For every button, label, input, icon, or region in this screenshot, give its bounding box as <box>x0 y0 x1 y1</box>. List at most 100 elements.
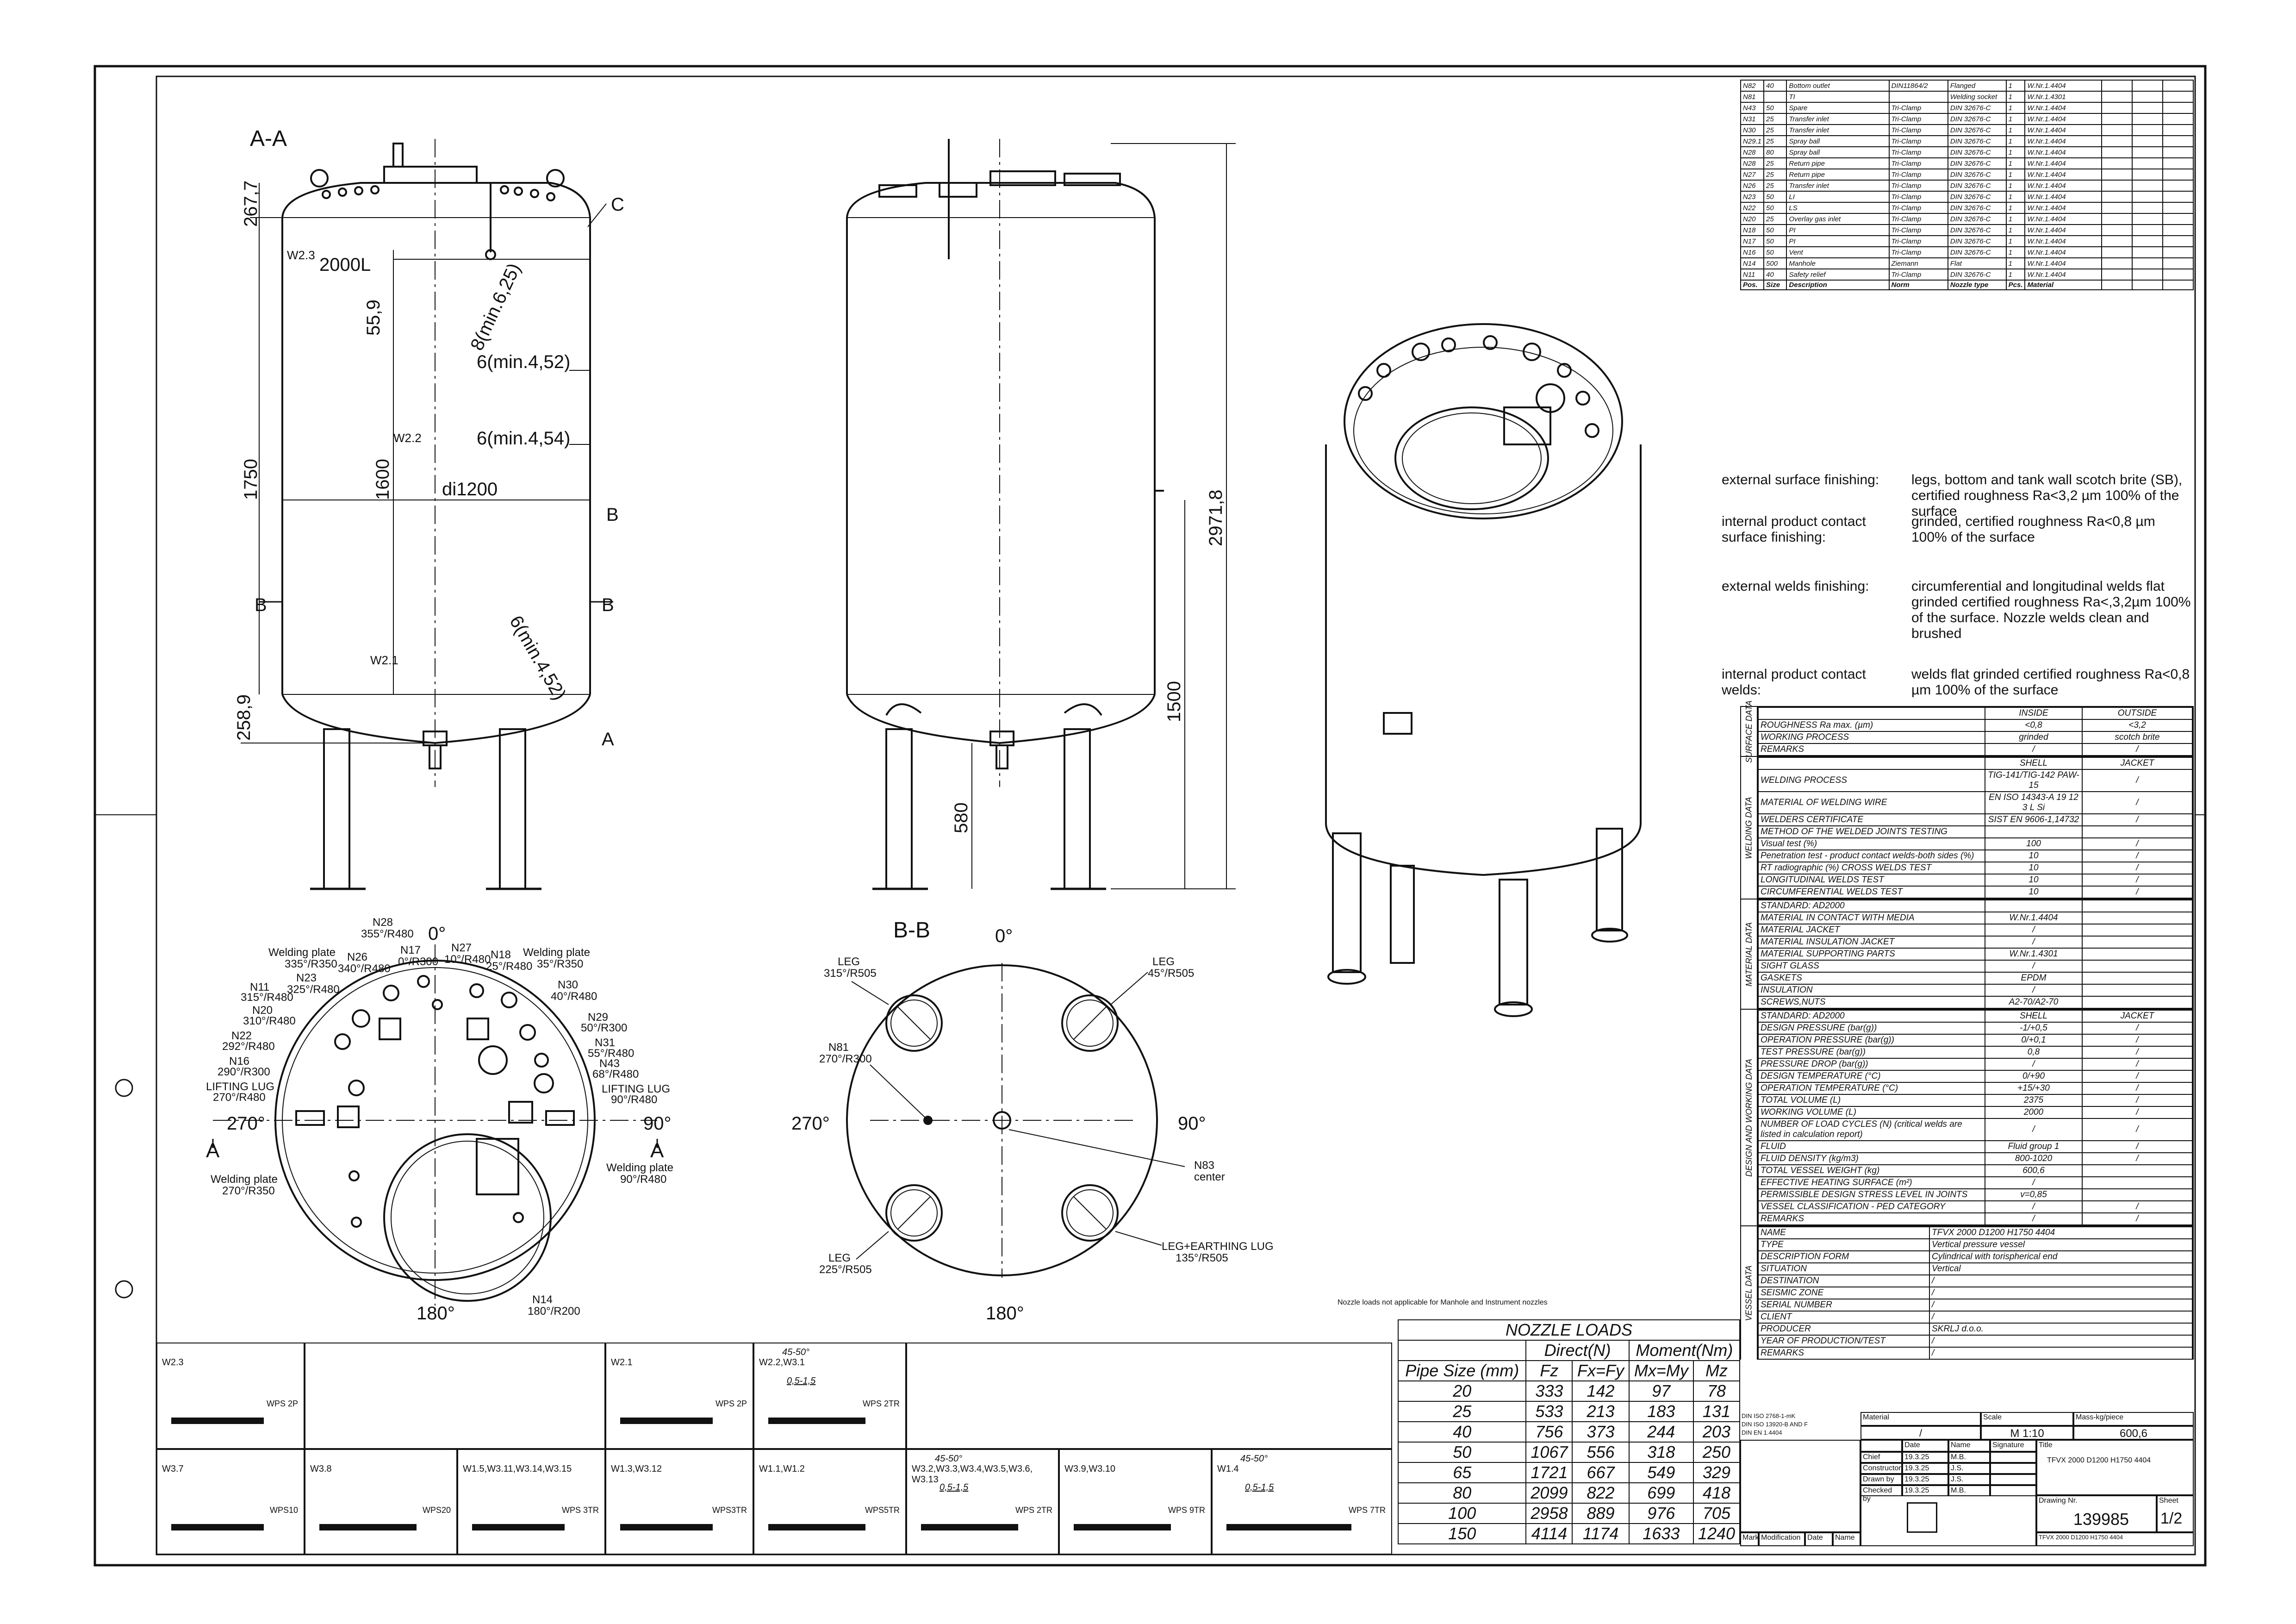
empty-cell <box>2131 224 2163 236</box>
svg-text:N16: N16 <box>229 1055 249 1068</box>
signature-cell <box>1990 1474 2036 1485</box>
datasheet-key: VESSEL CLASSIFICATION - PED CATEGORY <box>1758 1200 1985 1213</box>
company-logo-cell <box>1860 1495 2036 1546</box>
loads-title: NOZZLE LOADS <box>1398 1319 1740 1341</box>
person-cell: Chief <box>1860 1452 1902 1463</box>
datasheet-value: SHELL <box>1985 1010 2083 1023</box>
datasheet-value: / <box>2082 862 2193 874</box>
table-row: CLIENT/ <box>1758 1311 2193 1324</box>
nozzle-cell: Manhole <box>1786 257 1890 269</box>
svg-text:1600: 1600 <box>373 459 393 500</box>
weld-label: W3.7 <box>162 1464 184 1474</box>
nozzle-cell: DIN 32676-C <box>1947 157 2007 169</box>
empty-cell <box>2162 235 2194 247</box>
svg-text:N31: N31 <box>595 1037 615 1049</box>
empty-cell <box>2131 102 2163 114</box>
nozzle-cell: Tri-Clamp <box>1888 169 1948 181</box>
svg-text:25°/R480: 25°/R480 <box>486 960 532 973</box>
empty-cell <box>2101 157 2133 169</box>
nozzle-cell: 500 <box>1763 257 1787 269</box>
nozzle-cell: Welding socket <box>1947 91 2007 103</box>
nozzle-cell: N20 <box>1740 213 1765 225</box>
svg-text:B: B <box>602 595 614 615</box>
table-row: TOTAL VESSEL WEIGHT (kg)600,6 <box>1758 1164 2193 1177</box>
datasheet-value: 100 <box>1985 837 2083 850</box>
nozzle-cell: W.Nr.1.4404 <box>2024 135 2102 147</box>
svg-text:270°/R300: 270°/R300 <box>819 1053 872 1065</box>
signature-cell <box>1990 1463 2036 1474</box>
svg-text:90°: 90° <box>1178 1113 1206 1134</box>
datasheet-key: NUMBER OF LOAD CYCLES (N) (critical weld… <box>1758 1118 1985 1141</box>
weld-plate-shape <box>319 1524 417 1530</box>
datasheet-value <box>2082 899 2193 912</box>
datasheet-value: / <box>1985 1200 2083 1213</box>
loads-cell: 80 <box>1397 1482 1527 1504</box>
svg-text:315°/R480: 315°/R480 <box>241 991 293 1004</box>
empty-cell <box>2162 91 2194 103</box>
datasheet-value: JACKET <box>2082 757 2193 770</box>
datasheet-value: / <box>2082 743 2193 756</box>
svg-text:N22: N22 <box>231 1030 252 1042</box>
datasheet-key: TYPE <box>1758 1238 1930 1251</box>
loads-cell: 889 <box>1572 1503 1630 1524</box>
datasheet-key: PRESSURE DROP (bar(g)) <box>1758 1058 1985 1071</box>
datasheet-value: / <box>1929 1347 2193 1360</box>
column-header: Mz <box>1692 1360 1741 1381</box>
signature-cell <box>1990 1485 2036 1496</box>
datasheet-value: scotch brite <box>2082 731 2193 744</box>
empty-cell <box>2131 146 2163 158</box>
svg-text:45°/R505: 45°/R505 <box>1148 967 1194 980</box>
nozzle-cell: Tri-Clamp <box>1888 180 1948 192</box>
nozzle-cell: DIN 32676-C <box>1947 202 2007 214</box>
nozzle-cell: DIN 32676-C <box>1947 213 2007 225</box>
datasheet-value: / <box>1929 1311 2193 1324</box>
datasheet-key: INSULATION <box>1758 984 1985 997</box>
svg-text:N11: N11 <box>250 981 269 993</box>
svg-text:N29: N29 <box>588 1011 608 1024</box>
weld-plate-shape <box>768 1524 865 1530</box>
datasheet-value <box>2082 984 2193 997</box>
datasheet-value: Fluid group 1 <box>1985 1140 2083 1153</box>
nozzle-cell: 1 <box>2005 213 2026 225</box>
section-bb-view <box>846 963 1185 1278</box>
sheet-value: 1/2 <box>2160 1510 2183 1527</box>
revision-header: Date <box>1805 1532 1833 1546</box>
datasheet-value: / <box>1985 984 2083 997</box>
empty-cell <box>2101 191 2133 203</box>
nozzle-cell: W.Nr.1.4404 <box>2024 80 2102 92</box>
person-cell: 19.3.25 <box>1902 1485 1948 1496</box>
datasheet-value <box>1985 825 2083 838</box>
weld-wps: WPS10 <box>269 1505 298 1515</box>
datasheet-key: SITUATION <box>1758 1262 1930 1275</box>
datasheet-value: / <box>2082 1070 2193 1083</box>
svg-text:315°/R505: 315°/R505 <box>824 967 877 980</box>
nozzle-cell: Spray ball <box>1786 146 1890 158</box>
svg-text:N20: N20 <box>252 1004 273 1017</box>
svg-text:10°/R480: 10°/R480 <box>444 953 491 966</box>
empty-cell <box>2131 157 2163 169</box>
datasheet-value <box>1985 899 2083 912</box>
weld-wps: WPS 2TR <box>862 1399 900 1408</box>
weld-angle: 45-50° <box>782 1347 810 1357</box>
datasheet-value: / <box>1985 1118 2083 1141</box>
header-cell: Size <box>1763 280 1787 290</box>
table-row: REMARKS// <box>1758 1212 2193 1225</box>
nozzle-cell: Tri-Clamp <box>1888 246 1948 258</box>
empty-cell <box>2101 235 2133 247</box>
empty-cell <box>2162 257 2194 269</box>
